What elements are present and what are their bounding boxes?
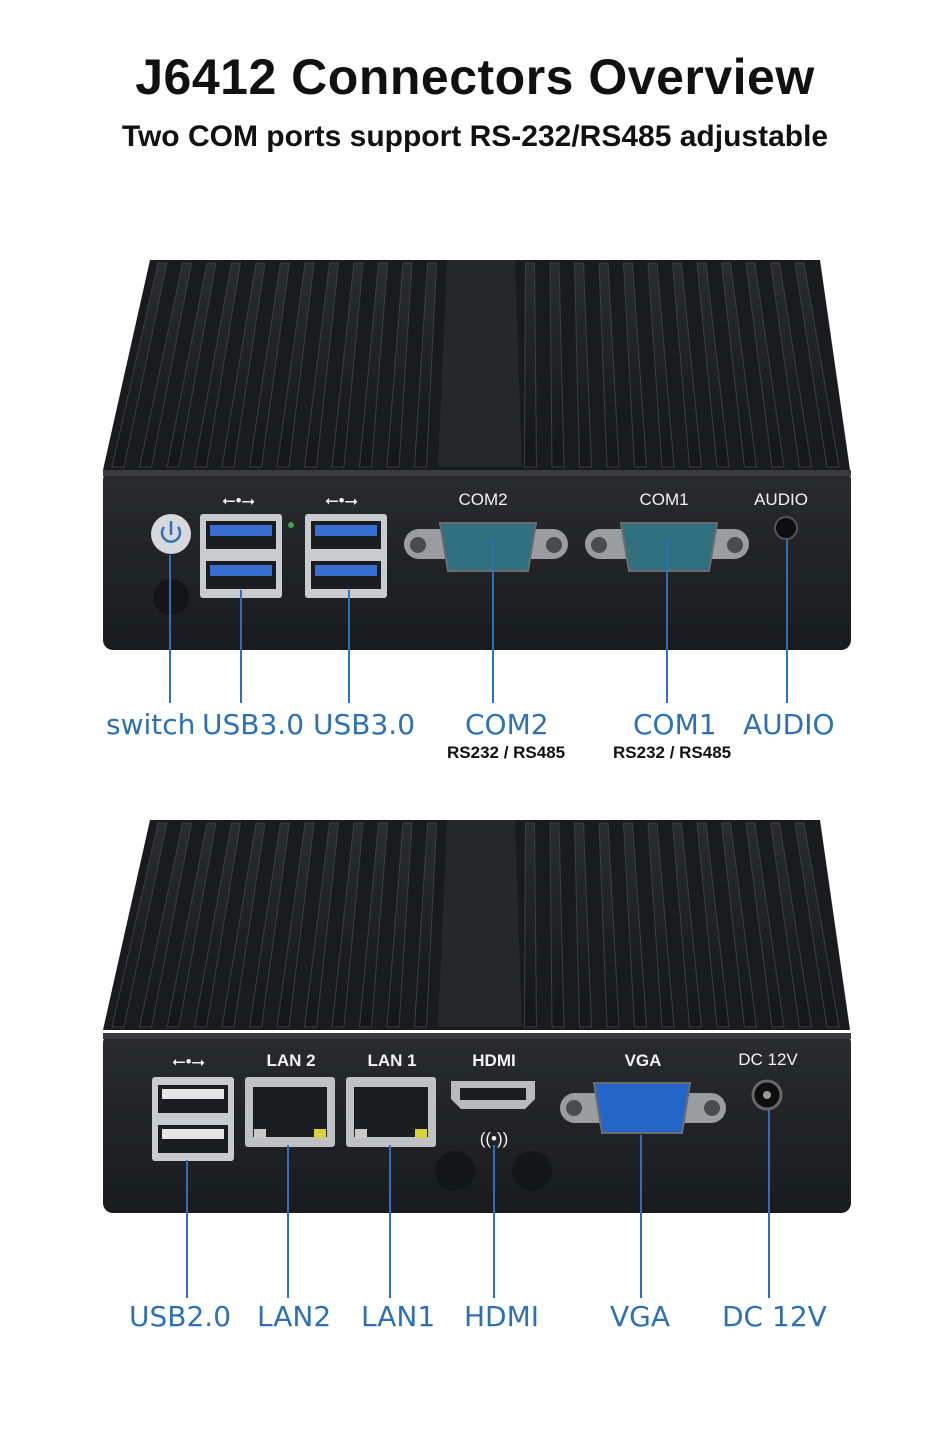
lan2-callout: LAN2 [257, 1300, 332, 1333]
com1-silkscreen: COM1 [639, 490, 688, 509]
lan2-silkscreen: LAN 2 [266, 1051, 315, 1070]
heatsink-fins [103, 260, 850, 470]
lan1-callout: LAN1 [361, 1300, 436, 1333]
vga-port[interactable] [560, 1082, 726, 1134]
antenna-mount [435, 1151, 475, 1191]
audio-callout: AUDIO [743, 708, 835, 741]
com2-silkscreen: COM2 [458, 490, 507, 509]
usb-icon: ⭠•⭢ [222, 491, 255, 510]
hdmi-silkscreen: HDMI [472, 1051, 515, 1070]
com1-callout: COM1 [633, 708, 717, 741]
com2-callout: COM2 [465, 708, 549, 741]
usb20-callout: USB2.0 [129, 1300, 232, 1333]
vga-silkscreen: VGA [625, 1051, 662, 1070]
dc12v-callout: DC 12V [722, 1300, 827, 1333]
lan2-rj45-port[interactable] [245, 1077, 335, 1147]
lan1-silkscreen: LAN 1 [367, 1051, 416, 1070]
usb3-port-stack-right[interactable] [305, 514, 387, 598]
usb3-port-stack-left[interactable] [200, 514, 282, 598]
mini-pc-bottom-view: ⭠•⭢ LAN 2 LAN 1 HDMI ((•)) VGA DC 12V [0, 815, 950, 1225]
antenna-mount [512, 1151, 552, 1191]
page-title: J6412 Connectors Overview [135, 49, 815, 105]
com2-db9-port[interactable] [404, 522, 568, 572]
com1-mode-label: RS232 / RS485 [613, 743, 732, 762]
dc-silkscreen: DC 12V [738, 1050, 798, 1069]
vga-callout: VGA [610, 1300, 671, 1333]
usb30-callout-right: USB3.0 [313, 708, 416, 741]
heatsink-fins [103, 820, 850, 1030]
mini-pc-top-view: ⭠•⭢ ⭠•⭢ COM2 COM1 AUDIO [0, 255, 950, 665]
com2-mode-label: RS232 / RS485 [447, 743, 566, 762]
led-indicator [288, 522, 294, 528]
usb-icon: ⭠•⭢ [172, 1052, 205, 1071]
usb30-callout-left: USB3.0 [202, 708, 305, 741]
switch-callout: switch [106, 708, 196, 741]
rubber-foot [153, 579, 189, 615]
hdmi-callout: HDMI [464, 1300, 540, 1333]
audio-silkscreen: AUDIO [754, 490, 808, 509]
usb-icon: ⭠•⭢ [325, 491, 358, 510]
wifi-antenna-icon: ((•)) [480, 1129, 509, 1148]
lan1-rj45-port[interactable] [346, 1077, 436, 1147]
page-subtitle: Two COM ports support RS-232/RS485 adjus… [121, 120, 829, 153]
usb20-port-stack[interactable] [152, 1077, 234, 1161]
audio-jack[interactable] [774, 516, 798, 540]
